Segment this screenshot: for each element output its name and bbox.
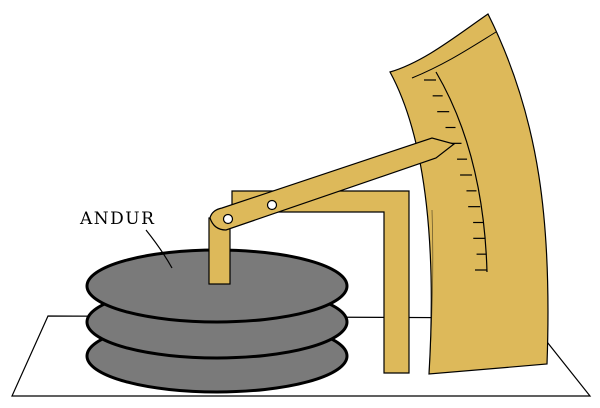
scale-inner-edge: [411, 31, 497, 79]
scale-base-line: [428, 209, 434, 375]
label-leader-line: [145, 229, 173, 269]
lever-pivot-rear: [266, 199, 278, 211]
pointer-lever: [209, 137, 456, 231]
measurement-scale: [389, 13, 549, 375]
sensor-label: ANDUR: [79, 209, 155, 229]
sensor-stack: [85, 248, 349, 394]
scale-ticks: [424, 79, 487, 271]
scale-spine: [435, 71, 488, 273]
lever-pivot-front: [222, 213, 234, 225]
